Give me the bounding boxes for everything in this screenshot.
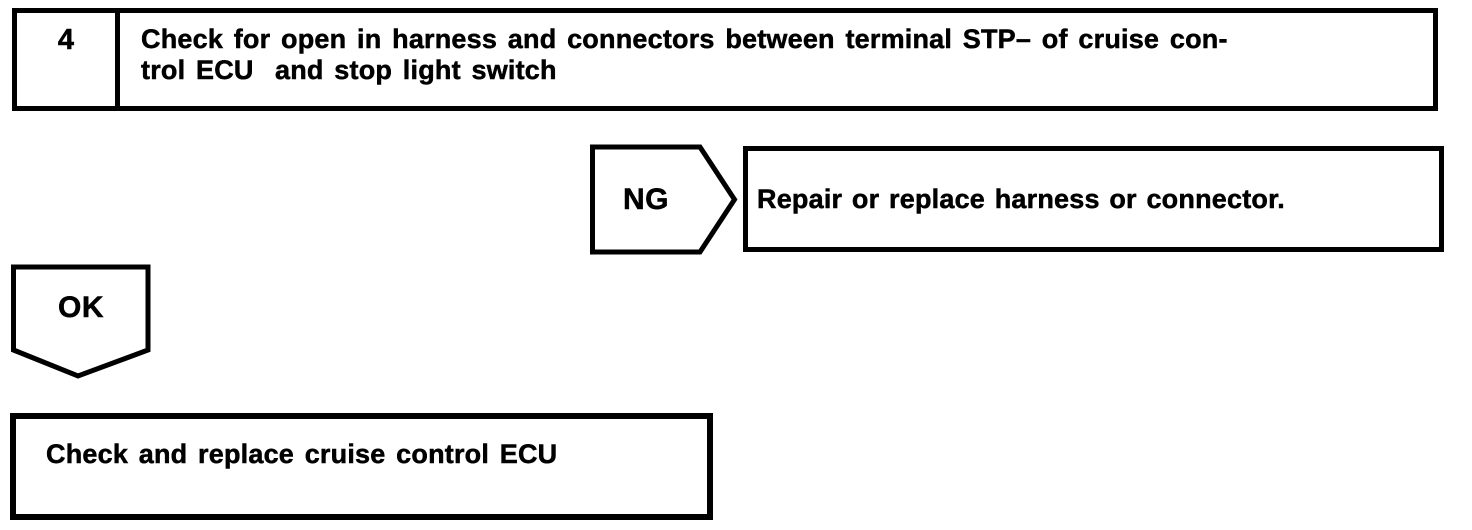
ok-arrow-down-icon bbox=[11, 264, 151, 379]
ok-action-box: Check and replace cruise control ECU bbox=[10, 413, 713, 520]
ng-label: NG bbox=[623, 182, 669, 216]
step-box: 4 Check for open in harness and connecto… bbox=[12, 8, 1438, 111]
ng-action-box: Repair or replace harness or connector. bbox=[743, 146, 1444, 252]
ok-connector: OK bbox=[11, 264, 151, 380]
step-instruction: Check for open in harness and connectors… bbox=[141, 24, 1228, 86]
ok-action-text: Check and replace cruise control ECU bbox=[46, 439, 558, 470]
ng-action-text: Repair or replace harness or connector. bbox=[757, 183, 1285, 214]
ok-label: OK bbox=[58, 291, 104, 325]
ng-connector: NG bbox=[590, 144, 738, 255]
ng-arrow-right-icon bbox=[590, 144, 738, 255]
step-number: 4 bbox=[17, 13, 120, 106]
